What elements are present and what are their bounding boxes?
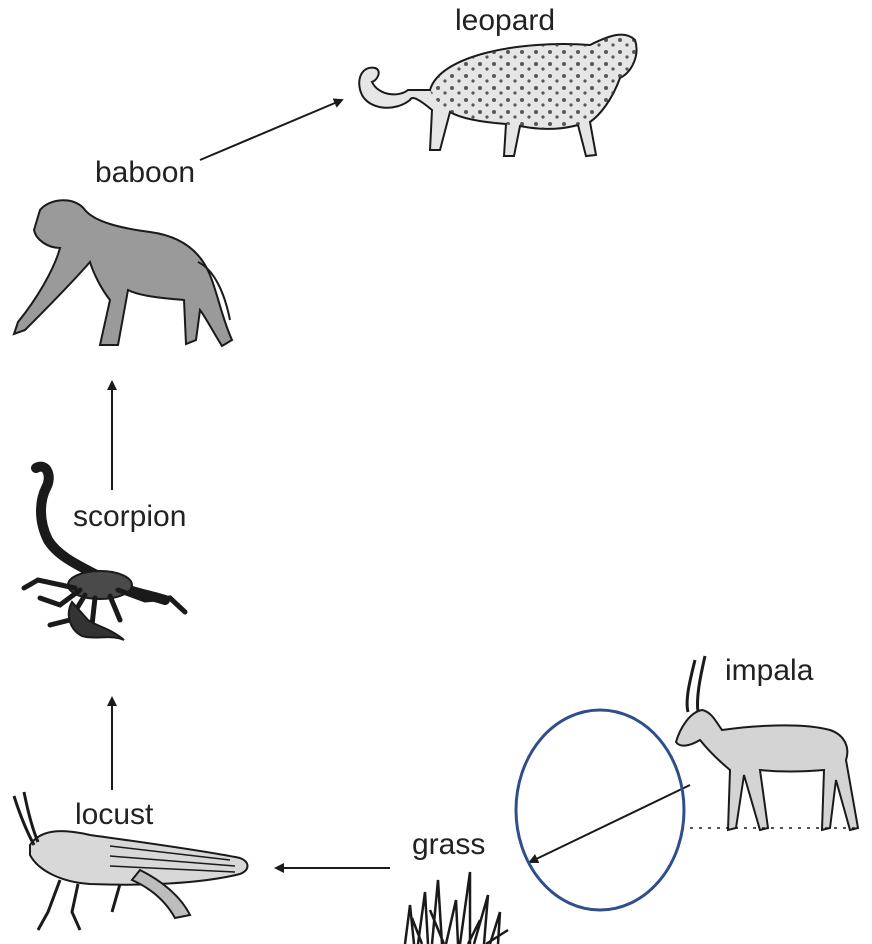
scorpion-label: scorpion	[73, 502, 186, 532]
arrow-baboon-to-leopard	[200, 100, 342, 160]
baboon-label: baboon	[95, 158, 195, 188]
grass-label: grass	[412, 830, 485, 860]
leopard-illustration	[359, 35, 636, 156]
baboon-illustration	[14, 200, 232, 346]
leopard-label: leopard	[455, 6, 555, 36]
grass-illustration	[405, 872, 508, 944]
arrow-impala-to-grass	[530, 785, 690, 862]
impala-label: impala	[725, 656, 813, 686]
arrows	[112, 100, 690, 868]
scorpion-illustration	[24, 467, 185, 640]
locust-label: locust	[75, 800, 153, 830]
highlight-ellipse	[516, 710, 684, 910]
